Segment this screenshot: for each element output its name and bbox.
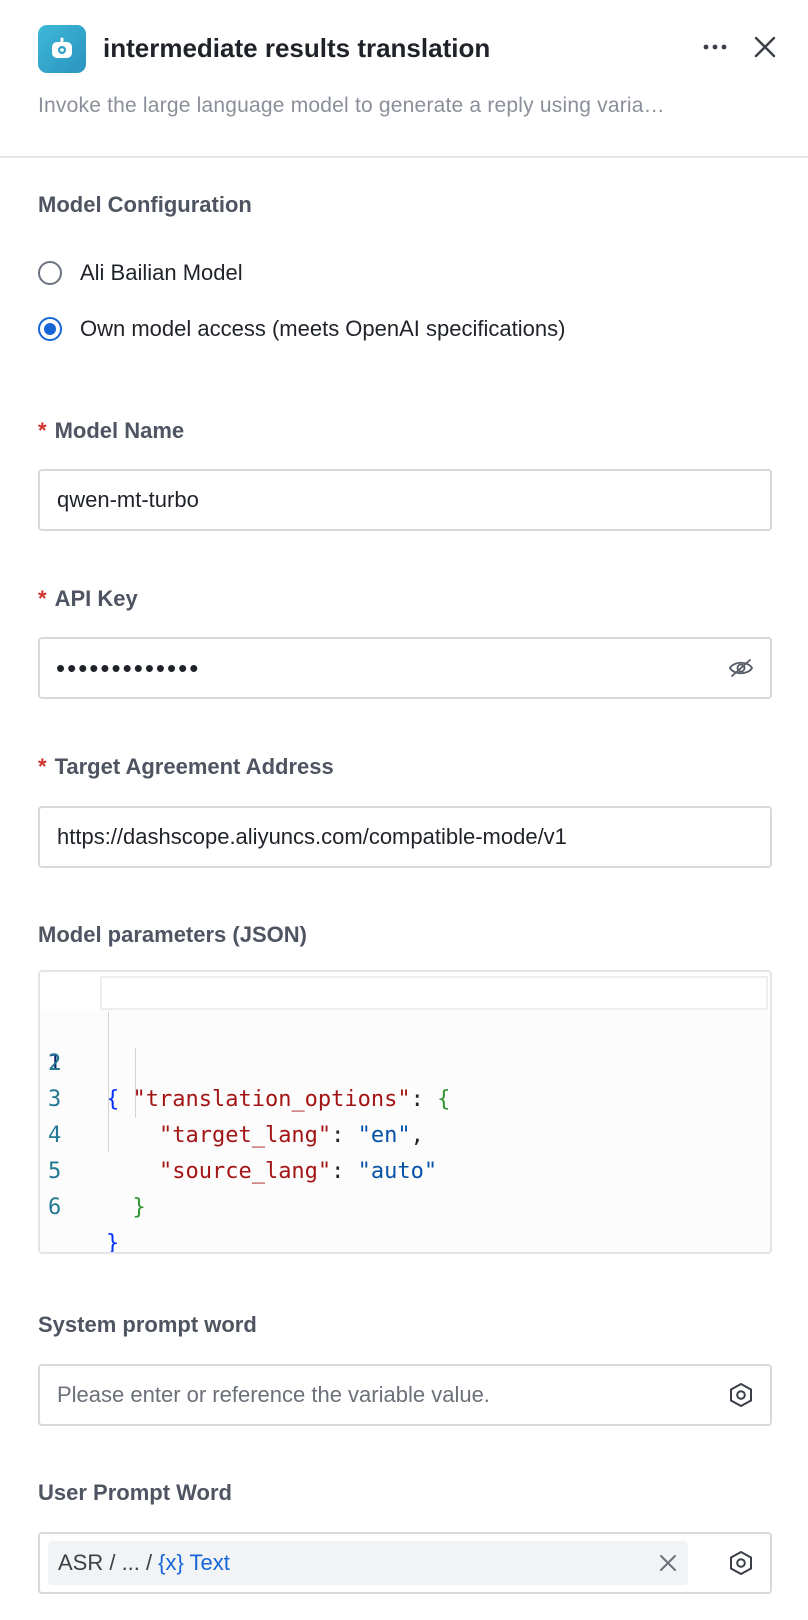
radio-label: Ali Bailian Model bbox=[80, 260, 243, 285]
node-title[interactable]: intermediate results translation bbox=[103, 33, 491, 63]
user-prompt-label: User Prompt Word bbox=[38, 1480, 232, 1505]
code-line-1[interactable]: 1 { bbox=[40, 974, 770, 1112]
variable-reference-chip[interactable]: ASR / ... / {x} Text bbox=[48, 1541, 688, 1585]
required-mark: * bbox=[38, 754, 47, 779]
close-icon[interactable] bbox=[656, 1551, 680, 1575]
model-configuration-label: Model Configuration bbox=[38, 192, 252, 217]
field-label-text: Target Agreement Address bbox=[54, 754, 334, 779]
panel-header: intermediate results translation Invoke … bbox=[0, 0, 808, 158]
model-name-input[interactable]: qwen-mt-turbo bbox=[38, 469, 772, 531]
system-prompt-input[interactable]: Please enter or reference the variable v… bbox=[38, 1364, 772, 1426]
variable-hexagon-icon[interactable] bbox=[728, 1550, 754, 1576]
radio-button-checked[interactable] bbox=[38, 317, 62, 341]
json-value: "auto" bbox=[357, 1159, 438, 1184]
json-key: "translation_options" bbox=[132, 1087, 411, 1112]
model-parameters-label: Model parameters (JSON) bbox=[38, 922, 307, 947]
user-prompt-input[interactable]: ASR / ... / {x} Text bbox=[38, 1532, 772, 1594]
indent-guide bbox=[108, 1012, 109, 1152]
field-label-text: API Key bbox=[54, 586, 138, 611]
json-key: "source_lang" bbox=[158, 1159, 332, 1184]
code-line-4[interactable]: 4 "source_lang": "auto" bbox=[40, 1082, 770, 1184]
robot-icon bbox=[38, 25, 86, 73]
code-line-2[interactable]: 2 "translation_options": { bbox=[40, 1010, 770, 1112]
api-key-masked-value: ••••••••••••• bbox=[56, 652, 201, 683]
radio-own-model-access[interactable]: Own model access (meets OpenAI specifica… bbox=[38, 312, 565, 346]
indent-guide bbox=[135, 1048, 136, 1118]
system-prompt-placeholder: Please enter or reference the variable v… bbox=[57, 1382, 490, 1407]
api-key-label: * API Key bbox=[38, 584, 138, 614]
code-line-6[interactable]: 6 } bbox=[40, 1154, 770, 1252]
code-token: { bbox=[106, 1087, 120, 1112]
line-number: 6 bbox=[48, 1195, 62, 1220]
required-mark: * bbox=[38, 586, 47, 611]
target-address-value: https://dashscope.aliyuncs.com/compatibl… bbox=[57, 824, 567, 849]
required-mark: * bbox=[38, 418, 47, 443]
json-value: "en" bbox=[357, 1123, 411, 1148]
field-label-text: Model Name bbox=[54, 418, 185, 443]
line-number: 5 bbox=[48, 1159, 62, 1184]
code-token: : bbox=[410, 1087, 438, 1112]
code-line-3[interactable]: 3 "target_lang": "en", bbox=[40, 1046, 770, 1148]
json-code-editor[interactable]: 1 { 2 "translation_options": { 3 "target… bbox=[38, 970, 772, 1254]
variable-path: ASR / ... / bbox=[58, 1550, 153, 1575]
code-token: } bbox=[132, 1195, 146, 1220]
variable-name: {x} Text bbox=[158, 1550, 230, 1575]
radio-label: Own model access (meets OpenAI specifica… bbox=[80, 316, 566, 341]
line-number: 3 bbox=[48, 1087, 62, 1112]
close-icon[interactable] bbox=[748, 30, 782, 64]
line-number: 1 bbox=[48, 1051, 62, 1076]
json-key: "target_lang" bbox=[158, 1123, 332, 1148]
code-token: , bbox=[410, 1123, 424, 1148]
code-token: : bbox=[331, 1123, 358, 1148]
code-token: : bbox=[331, 1159, 358, 1184]
active-line-highlight bbox=[100, 976, 768, 1010]
radio-ali-bailian-model[interactable]: Ali Bailian Model bbox=[38, 256, 243, 290]
code-token: } bbox=[106, 1231, 120, 1254]
system-prompt-label: System prompt word bbox=[38, 1312, 257, 1337]
api-key-input[interactable]: ••••••••••••• bbox=[38, 637, 772, 699]
node-description[interactable]: Invoke the large language model to gener… bbox=[38, 94, 665, 117]
variable-hexagon-icon[interactable] bbox=[728, 1382, 754, 1408]
code-line-5[interactable]: 5 } bbox=[40, 1118, 770, 1220]
model-name-label: * Model Name bbox=[38, 416, 184, 446]
line-number: 4 bbox=[48, 1123, 62, 1148]
target-address-label: * Target Agreement Address bbox=[38, 752, 334, 782]
radio-button[interactable] bbox=[38, 261, 62, 285]
more-horizontal-icon[interactable] bbox=[698, 30, 732, 64]
code-token: { bbox=[437, 1087, 451, 1112]
target-address-input[interactable]: https://dashscope.aliyuncs.com/compatibl… bbox=[38, 806, 772, 868]
eye-off-icon[interactable] bbox=[728, 655, 754, 681]
line-number: 2 bbox=[48, 1051, 62, 1076]
model-name-value: qwen-mt-turbo bbox=[57, 487, 199, 512]
